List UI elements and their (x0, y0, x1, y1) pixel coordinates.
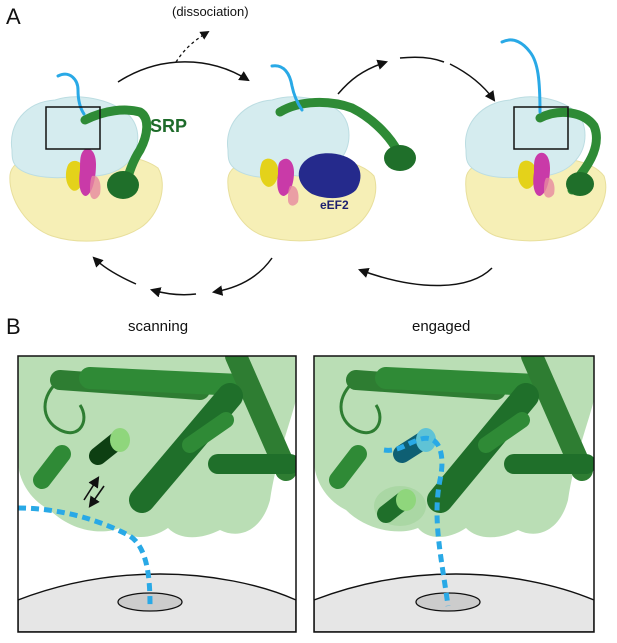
ribosome-2 (227, 64, 416, 242)
loop-left (43, 378, 86, 434)
exchange-arrow-down (88, 485, 105, 508)
pink-site-3 (544, 177, 555, 198)
arrow-2-to-3a (337, 59, 388, 95)
arrow-2-to-3c (449, 63, 496, 102)
pink-site-1 (90, 175, 101, 200)
helices-right (329, 356, 594, 523)
arrow-3-to-2 (358, 267, 493, 287)
loop-right (339, 378, 382, 434)
panel-b-engaged (314, 356, 594, 632)
srp-core-3 (566, 172, 594, 196)
arrow-1-to-2 (117, 61, 250, 83)
panel-b-letter: B (6, 314, 21, 339)
yellow-site-3 (517, 160, 537, 189)
exit-tunnel-box-3 (513, 106, 569, 150)
scanning-label: scanning (128, 318, 189, 335)
dissociation-label: (dissociation) (172, 4, 249, 19)
arrow-2-to-1a (211, 257, 273, 296)
exit-tunnel-box-1 (45, 106, 101, 150)
srp-1 (80, 105, 152, 193)
eef2-label: eEF2 (320, 198, 349, 212)
arrow-2-to-1c (92, 256, 137, 285)
eef2 (298, 153, 361, 199)
pink-site-2 (288, 185, 299, 206)
nascent-chain-2 (270, 64, 304, 112)
panel-b-scanning-frame (17, 355, 297, 633)
ribosome-3 (465, 38, 607, 242)
srp-core-2 (384, 145, 416, 171)
dissociation-arrow (175, 31, 210, 63)
arrow-2-to-1b (149, 287, 197, 298)
panel-b-engaged-frame (313, 355, 595, 633)
panel-b-scanning (18, 356, 296, 632)
engaged-label: engaged (412, 318, 471, 335)
yellow-site-2 (259, 158, 279, 187)
nascent-chain-1 (56, 72, 86, 116)
nascent-chain-left (18, 505, 153, 607)
srp-label: SRP (150, 116, 188, 136)
helices-left (33, 356, 296, 513)
nascent-chain-3 (500, 38, 542, 114)
arrow-2-to-3b (399, 56, 445, 63)
panel-a-letter: A (6, 4, 21, 29)
srp-core-1 (107, 171, 139, 199)
exchange-arrow-up (83, 476, 100, 501)
ribosome-1 (9, 72, 163, 242)
